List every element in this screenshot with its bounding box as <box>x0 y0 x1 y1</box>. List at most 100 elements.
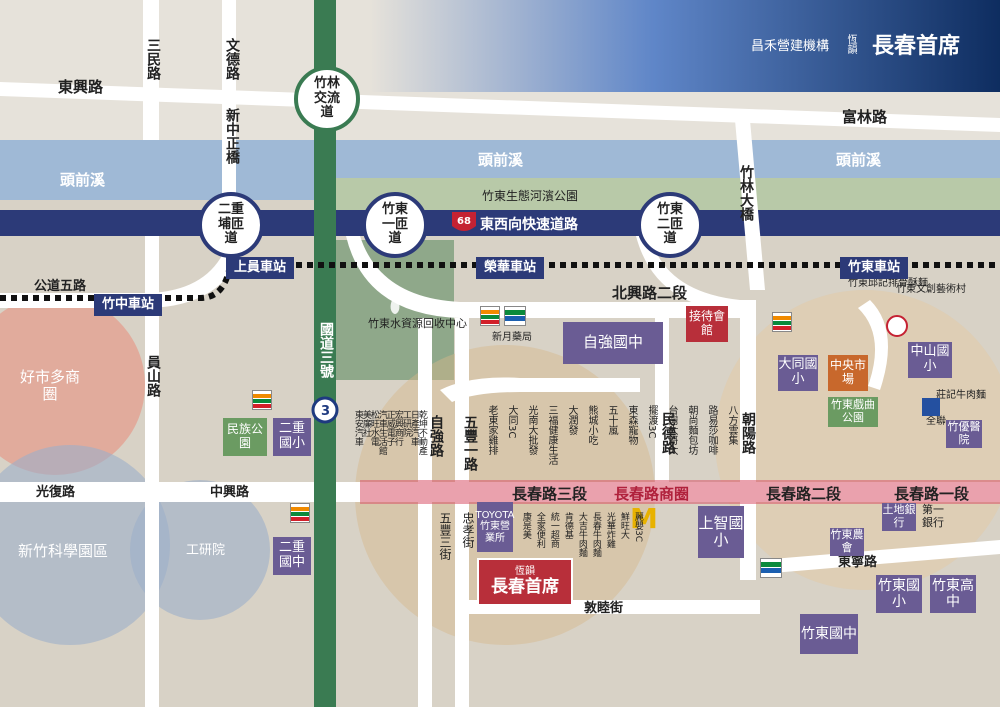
svg-text:3: 3 <box>321 404 330 419</box>
central-market: 中央市場 <box>828 355 868 391</box>
ziqiang-jh: 自強國中 <box>563 322 663 364</box>
zhulin-bridge-label: 竹林大橋 <box>738 165 754 221</box>
shop-south-16: 鮮旺大 <box>618 512 629 539</box>
commercial-street-highlight <box>360 480 1000 504</box>
shop-north-4: 大潤發 <box>566 405 577 435</box>
shop-north-12: 八方雲集 <box>726 405 737 445</box>
itri-district <box>130 480 270 620</box>
zhudong1-ramp: 竹東一匝道 <box>362 192 428 258</box>
zhudong-high: 竹東高中 <box>930 575 976 613</box>
zhuzhong-station: 竹中車站 <box>94 294 163 316</box>
familymart-icon-se <box>760 558 782 578</box>
quanlian-label: 全聯 <box>926 414 946 427</box>
shop-north-1: 大同3C <box>506 405 517 439</box>
zhudong2-ramp: 竹東二匝道 <box>637 192 703 258</box>
costco-district <box>0 295 145 475</box>
reception-center: 接待會館 <box>686 306 728 342</box>
developer-name: 昌禾營建機構 <box>750 38 829 54</box>
project-location-name: 長春首席 <box>491 576 559 597</box>
shop-south-5: 宏興商行 <box>392 410 403 446</box>
shop-south-7: 日產汽車 <box>408 410 419 446</box>
seven-eleven-icon <box>480 306 500 326</box>
shop-south-6: 工研院 <box>400 410 411 437</box>
shop-south-0: 東安汽車 <box>352 410 363 446</box>
art-village-label: 竹東文創藝術村 <box>896 282 966 295</box>
creek-right-label: 頭前溪 <box>836 151 882 169</box>
shangzhi-elem: 上智國小 <box>698 506 744 558</box>
shop-south-9: 康是美 <box>520 512 531 539</box>
erchongpu-ramp: 二重埔匝道 <box>198 192 264 258</box>
shop-south-17: 麗嬰3C <box>632 512 643 543</box>
ronghua-station: 榮華車站 <box>476 257 545 279</box>
east-loop-road <box>858 300 888 390</box>
chaoyang-road-label: 朝陽路 <box>740 412 756 454</box>
ziqiang-road <box>418 318 432 707</box>
shop-north-11: 路易莎咖啡 <box>706 405 717 455</box>
first-bank: 第一銀行 <box>922 503 944 529</box>
costco-district-label: 好市多商圈 <box>20 367 81 403</box>
chaoyang-road <box>740 300 756 580</box>
minde-road-label: 民德路 <box>660 412 676 454</box>
erchong-jh: 二重國中 <box>273 537 311 575</box>
dongning-road <box>760 540 1000 574</box>
shangyuan-station: 上員車站 <box>226 257 295 279</box>
brand-prefix: 恆韻 <box>844 34 856 54</box>
datong-elem: 大同國小 <box>778 355 818 391</box>
header-banner: 昌禾營建機構 恆韻 長春首席 <box>370 0 1000 92</box>
itri-label: 工研院 <box>186 543 225 558</box>
changchun3-label: 長春路三段 <box>512 485 587 503</box>
zhudong-station: 竹東車站 <box>840 257 909 279</box>
dongxing-road <box>0 82 1000 132</box>
beixing-label: 北興路二段 <box>612 284 687 302</box>
zhulin-bridge <box>735 120 765 290</box>
shop-north-7: 東森寵物 <box>626 405 637 445</box>
yuanshan-road <box>145 236 159 707</box>
post-office-icon <box>886 315 908 337</box>
wende-road <box>222 0 236 210</box>
zhulin-interchange: 竹林交流道 <box>294 66 360 132</box>
changchun-circle-label: 長春路商圈 <box>614 485 689 503</box>
wufeng3-label: 五豐三街 <box>438 512 452 560</box>
tire-shop-label: 竹東邱記排骨酥麵 <box>848 276 928 289</box>
riverside-park-label: 竹東生態河濱公園 <box>482 188 578 203</box>
pxmart-icon <box>922 398 940 416</box>
expressway-68-badge: 68 <box>452 212 476 231</box>
guangfu-label: 光復路 <box>35 484 76 500</box>
dongxing-road-label: 東興路 <box>58 78 104 96</box>
land-bank: 土地銀行 <box>882 503 916 531</box>
zhongxiao-label: 忠孝街 <box>461 512 475 548</box>
shop-south-14: 長春牛肉麵 <box>590 512 601 557</box>
wende-road-label: 文德路 <box>224 38 240 80</box>
zhudong-hospital: 竹優醫院 <box>946 420 982 448</box>
science-park-label: 新竹科學園區 <box>18 542 108 560</box>
recycle-label: 竹東水資源回收中心 <box>368 316 467 330</box>
xinyue-label: 新月藥局 <box>492 330 532 343</box>
water-drop-icon <box>390 294 400 314</box>
freeway-3 <box>314 0 336 707</box>
sanmin-road <box>143 0 159 140</box>
changchun1-label: 長春路一段 <box>894 485 969 503</box>
riverside-park-east <box>755 178 1000 210</box>
gongdao5-road <box>0 236 246 308</box>
shop-north-2: 光南大批發 <box>526 405 537 455</box>
svg-text:68: 68 <box>457 216 471 227</box>
ziqiang-road-label: 自強路 <box>428 415 444 457</box>
shop-south-15: 光華炸雞 <box>604 512 615 548</box>
erchong-elem: 二重國小 <box>273 418 311 456</box>
shop-north-9: 台灣大哥大 <box>666 405 677 455</box>
expressway-label: 東西向快速道路 <box>480 216 579 233</box>
shop-north-3: 三福健康生活 <box>546 405 557 465</box>
shop-south-13: 大吉牛肉麵 <box>576 512 587 557</box>
gongdao5-label: 公道五路 <box>34 278 87 294</box>
yuanshan-road-label: 員山路 <box>145 355 161 397</box>
freeway-3-label: 國道三號 <box>318 322 334 378</box>
theater-park: 竹東戲曲公園 <box>828 397 878 427</box>
toyota-label: TOYOTA <box>475 509 515 521</box>
zhongxing-label: 中興路 <box>210 484 250 500</box>
zhudong-elem: 竹東國小 <box>876 575 922 613</box>
project-prefix: 恆韻 <box>515 566 535 578</box>
shop-south-8: 乾坤不動產 <box>416 410 427 455</box>
seven-eleven-icon-east <box>772 312 792 332</box>
shop-south-1: 美廉社 <box>360 410 371 437</box>
zhuangji-label: 莊記牛肉麵 <box>936 388 986 401</box>
